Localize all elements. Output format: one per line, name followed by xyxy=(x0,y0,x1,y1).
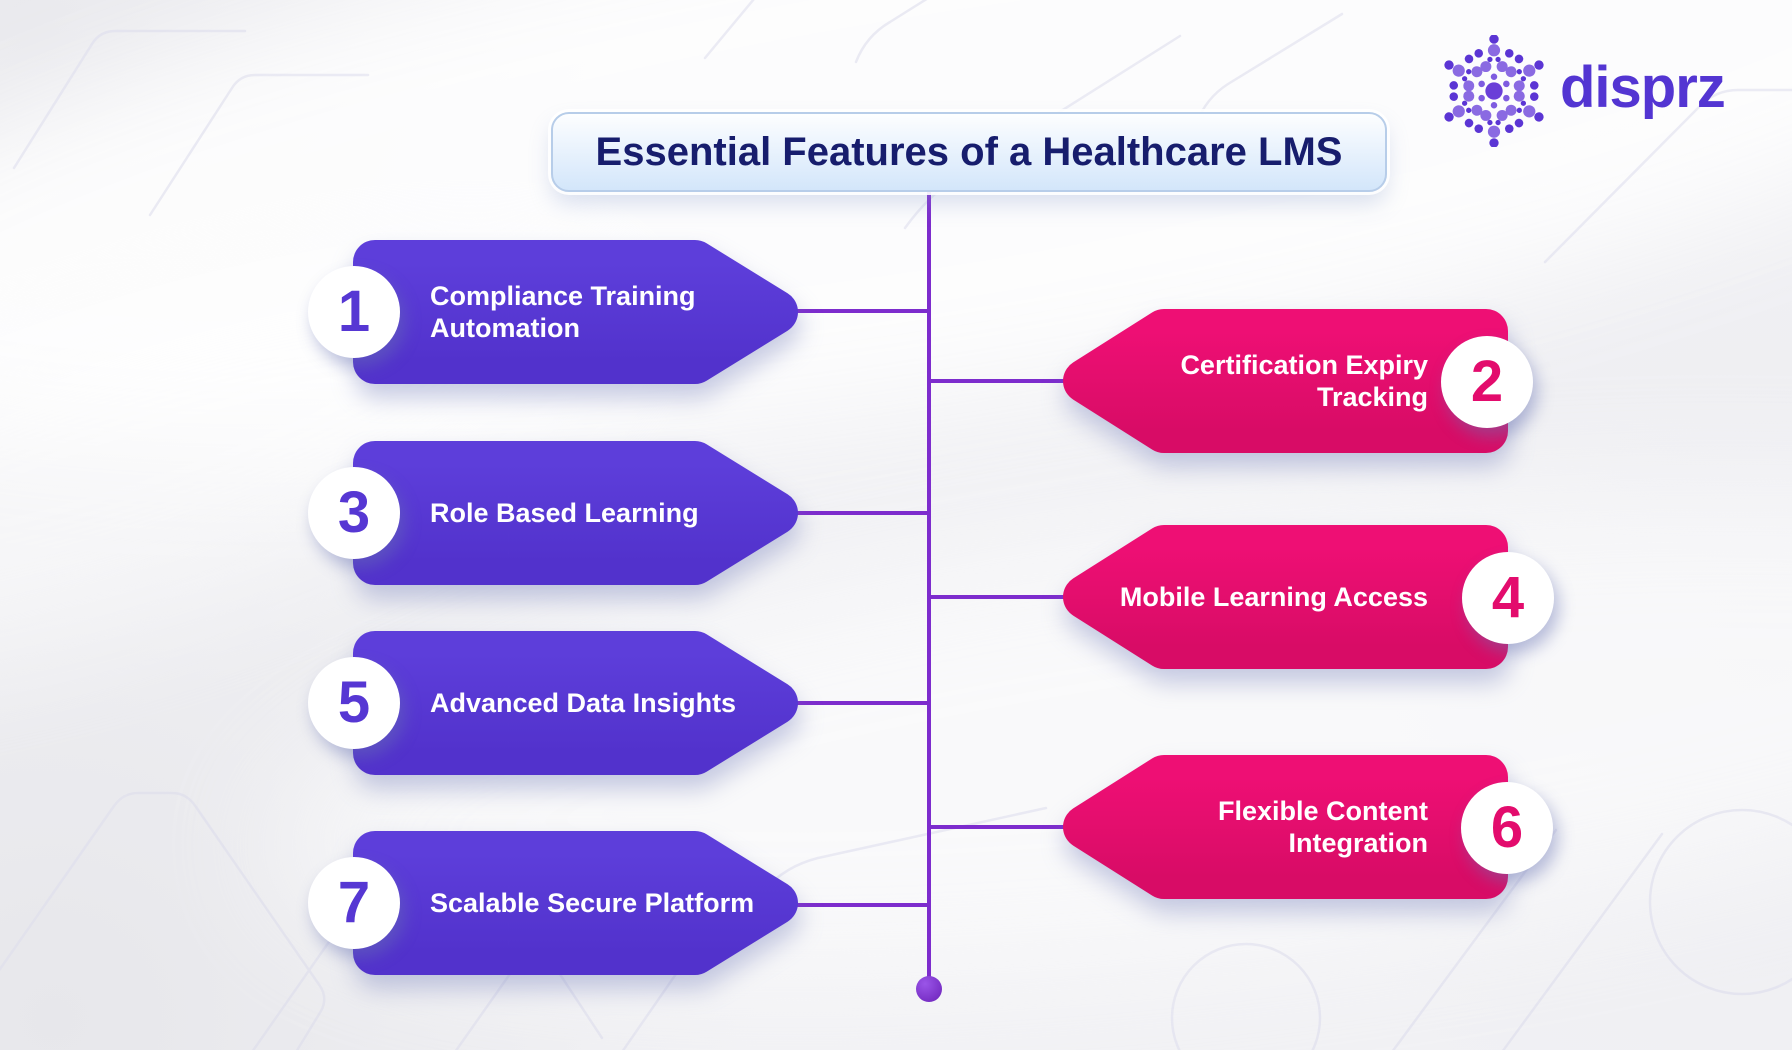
connector-line xyxy=(782,903,929,907)
connector-line xyxy=(929,595,1072,599)
connector-line xyxy=(929,379,1072,383)
number-badge: 3 xyxy=(308,467,400,559)
feature-item-4: 4 Mobile Learning Access xyxy=(1060,525,1554,669)
connector-line xyxy=(782,701,929,705)
number-badge: 7 xyxy=(308,857,400,949)
number-badge: 5 xyxy=(308,657,400,749)
connector-line xyxy=(782,511,929,515)
page-title: Essential Features of a Healthcare LMS xyxy=(595,129,1343,174)
feature-label: Compliance Training Automation xyxy=(430,280,696,343)
feature-label: Flexible Content Integration xyxy=(1217,795,1428,858)
number-badge: 6 xyxy=(1461,782,1553,874)
disprz-logo-icon xyxy=(1438,34,1550,147)
feature-item-1: 1 Compliance Training Automation xyxy=(308,240,798,384)
feature-item-6: 6 Flexible Content Integration xyxy=(1060,755,1553,899)
feature-item-7: 7 Scalable Secure Platform xyxy=(308,831,798,975)
number-badge: 1 xyxy=(308,266,400,358)
feature-item-3: 3 Role Based Learning xyxy=(308,441,798,585)
feature-label: Certification Expiry Tracking xyxy=(1180,349,1428,412)
brand-name: disprz xyxy=(1560,55,1726,120)
feature-item-2: 2 Certification Expiry Tracking xyxy=(1060,309,1533,453)
feature-label: Mobile Learning Access xyxy=(1119,581,1428,612)
feature-label: Scalable Secure Platform xyxy=(430,887,755,918)
timeline-end-dot xyxy=(916,976,942,1002)
timeline-spine xyxy=(927,190,931,988)
title-banner: Essential Features of a Healthcare LMS xyxy=(551,112,1387,192)
number-badge: 4 xyxy=(1462,552,1554,644)
disprz-logo: disprz xyxy=(1438,33,1768,148)
feature-label: Advanced Data Insights xyxy=(430,687,737,718)
number-badge: 2 xyxy=(1441,336,1533,428)
feature-label: Role Based Learning xyxy=(430,497,699,528)
feature-item-5: 5 Advanced Data Insights xyxy=(308,631,798,775)
connector-line xyxy=(782,309,929,313)
connector-line xyxy=(929,825,1072,829)
